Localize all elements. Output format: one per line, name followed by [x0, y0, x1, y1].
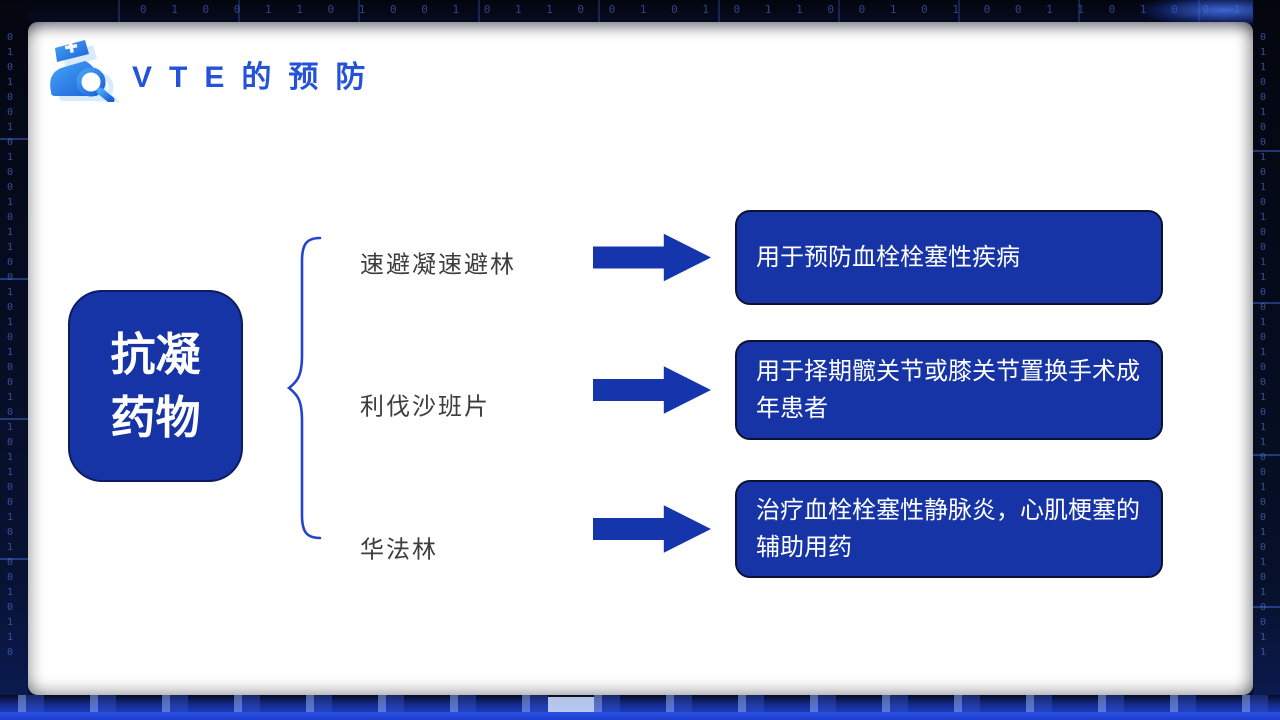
frame-right-band: 0 1 1 0 0 1 0 0 1 0 1 0 1 0 0 1 1 0 0 1 … — [1253, 0, 1280, 720]
drug-description-box: 用于预防血栓栓塞性疾病 — [735, 210, 1163, 305]
root-category-box: 抗凝药物 — [68, 290, 243, 482]
binary-texture-top: 0 1 0 0 1 1 0 1 0 0 1 0 1 1 0 0 1 0 1 0 … — [140, 3, 1270, 16]
drug-description-box: 治疗血栓栓塞性静脉炎，心肌梗塞的辅助用药 — [735, 480, 1163, 578]
nurse-magnifier-icon — [40, 34, 122, 109]
slide-canvas: VTE的预防 抗凝药物 速避凝速避林 用于预防血栓栓塞性疾病 利伐沙班片 用于择… — [28, 22, 1253, 695]
slide-header: VTE的预防 — [40, 34, 383, 109]
drug-name-label: 华法林 — [360, 536, 438, 564]
frame-bottom-highlight — [548, 697, 594, 712]
page-title: VTE的预防 — [132, 60, 383, 94]
diagram-row: 利伐沙班片 用于择期髋关节或膝关节置换手术成年患者 — [28, 340, 1253, 440]
diagram-row: 速避凝速避林 用于预防血栓栓塞性疾病 — [28, 210, 1253, 305]
right-arrow-icon — [593, 505, 711, 553]
drug-name-label: 速避凝速避林 — [360, 251, 516, 278]
binary-texture-right: 0 1 1 0 0 1 0 0 1 0 1 0 1 0 0 1 1 0 0 1 … — [1260, 32, 1267, 658]
frame-top-band: 0 1 0 0 1 1 0 1 0 0 1 0 1 1 0 0 1 0 1 0 … — [0, 0, 1280, 22]
frame-left-band: 0 1 0 1 0 0 1 0 1 0 0 1 0 1 1 0 0 1 0 1 … — [0, 0, 28, 720]
curly-brace — [286, 236, 322, 540]
diagram-row: 华法林 治疗血栓栓塞性静脉炎，心肌梗塞的辅助用药 — [28, 480, 1253, 578]
drug-name-label: 利伐沙班片 — [360, 393, 490, 421]
binary-texture-left: 0 1 0 1 0 0 1 0 1 0 0 1 0 1 1 0 0 1 0 1 … — [7, 32, 14, 658]
frame-bottom-band — [0, 695, 1280, 720]
drug-description-box: 用于择期髋关节或膝关节置换手术成年患者 — [735, 340, 1163, 440]
right-arrow-icon — [593, 233, 711, 282]
right-arrow-icon — [593, 366, 711, 414]
